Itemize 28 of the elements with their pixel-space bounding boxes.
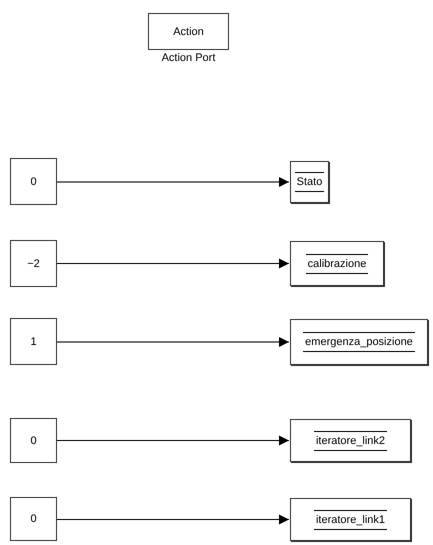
action-port-block — [148, 13, 229, 50]
block-label: Action — [173, 26, 204, 38]
data-store-write-block — [290, 498, 411, 541]
constant-block — [10, 318, 57, 365]
constant-block — [10, 240, 57, 287]
constant-value: −2 — [27, 258, 40, 270]
data-store-write-block — [290, 161, 329, 203]
constant-value: 0 — [30, 176, 37, 188]
constant-value: 0 — [30, 434, 37, 446]
constant-block — [10, 418, 57, 463]
signal-arrow — [56, 258, 290, 268]
data-store-write-block — [290, 319, 428, 365]
block-caption: Action Port — [162, 52, 216, 64]
constant-value: 1 — [30, 336, 37, 348]
signal-arrow — [56, 514, 290, 524]
constant-value: 0 — [30, 513, 37, 525]
constant-block — [10, 158, 57, 205]
signal-arrow — [56, 436, 290, 446]
variable-name: Stato — [294, 172, 324, 192]
variable-name: iteratore_link2 — [314, 430, 388, 450]
signal-arrow — [56, 177, 290, 187]
variable-name: calibrazione — [306, 254, 368, 274]
variable-name: emergenza_posizione — [303, 332, 415, 352]
signal-arrow — [56, 337, 290, 347]
variable-name: iteratore_link1 — [314, 510, 388, 530]
data-store-write-block — [290, 419, 411, 462]
data-store-write-block — [290, 241, 384, 286]
constant-block — [10, 497, 57, 541]
